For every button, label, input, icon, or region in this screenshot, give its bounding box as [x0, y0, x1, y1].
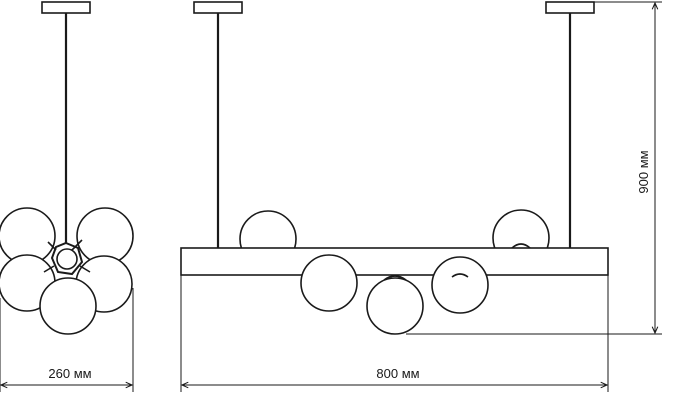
height-dimension	[406, 1, 662, 335]
globe-lower-1	[300, 254, 358, 312]
length-label: 800 мм	[376, 366, 419, 381]
front-horizontal-bar	[180, 247, 609, 276]
globe-socket	[511, 243, 531, 249]
side-globe-cluster	[0, 207, 134, 335]
width-label: 260 мм	[48, 366, 91, 381]
height-label: 900 мм	[636, 150, 651, 193]
globe-socket	[383, 275, 407, 281]
hub-arm	[71, 239, 83, 251]
hub-arm	[79, 265, 91, 273]
front-ceiling-canopy-right	[545, 1, 595, 14]
globe	[39, 277, 97, 335]
width-dimension	[0, 288, 134, 392]
side-view	[0, 1, 134, 335]
side-ceiling-canopy	[41, 1, 91, 14]
globe-lower-2	[366, 277, 424, 335]
side-center-ball	[56, 248, 78, 270]
hub-arm	[47, 241, 57, 251]
globe-socket	[451, 273, 469, 278]
hub-arm	[43, 265, 55, 273]
globe-lower-3	[431, 256, 489, 314]
front-view	[180, 1, 609, 335]
front-ceiling-canopy-left	[193, 1, 243, 14]
